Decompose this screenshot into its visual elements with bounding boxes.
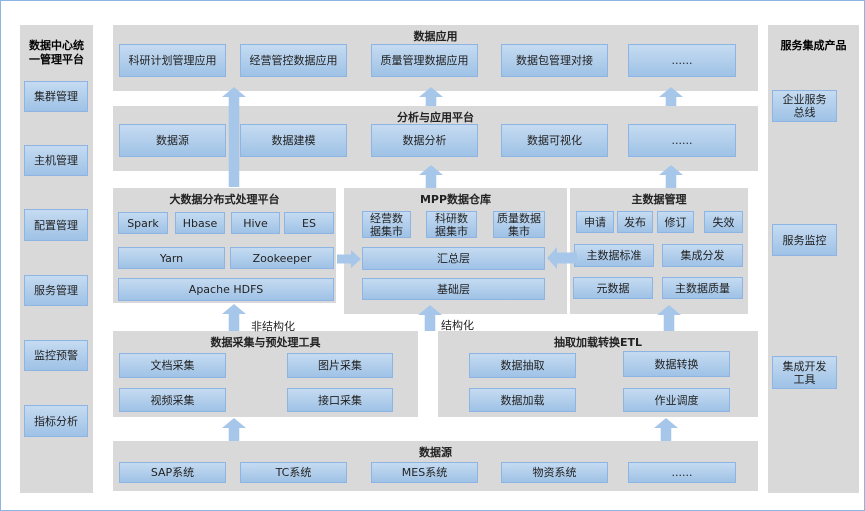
document-collection: 文档采集 — [119, 353, 226, 378]
master-data-title: 主数据管理 — [631, 193, 687, 206]
integration-distribution: 集成分发 — [662, 244, 743, 267]
left-arrow-icon — [547, 247, 577, 269]
zookeeper: Zookeeper — [230, 247, 334, 269]
analysis-platform-title: 分析与应用平台 — [397, 111, 474, 124]
elasticsearch: ES — [284, 212, 334, 234]
hbase: Hbase — [175, 212, 225, 234]
data-application-title: 数据应用 — [413, 30, 458, 43]
mdm-revise: 修订 — [657, 211, 694, 233]
material-system: 物资系统 — [501, 462, 608, 483]
research-plan-app: 科研计划管理应用 — [119, 44, 226, 77]
collection-tools-title: 数据采集与预处理工具 — [210, 336, 321, 349]
unstructured-label: 非结构化 — [251, 320, 295, 333]
left-management-panel: 数据中心统一管理平台 集群管理 主机管理 配置管理 服务管理 监控预警 指标分析 — [20, 25, 93, 493]
mpp-warehouse-panel: MPP数据仓库 经营数据集市 科研数据集市 质量数据集市 汇总层 基础层 — [344, 188, 567, 314]
cluster-management: 集群管理 — [24, 81, 88, 112]
data-extract: 数据抽取 — [469, 353, 576, 378]
master-data-quality: 主数据质量 — [662, 277, 743, 299]
master-data-standard: 主数据标准 — [574, 244, 654, 267]
mdm-publish: 发布 — [617, 211, 653, 233]
up-arrow-icon — [654, 418, 678, 441]
integration-dev-tools: 集成开发工具 — [772, 356, 837, 389]
mdm-invalidate: 失效 — [704, 211, 743, 233]
image-collection: 图片采集 — [287, 353, 393, 378]
structured-label: 结构化 — [441, 319, 474, 332]
bigdata-platform-title: 大数据分布式处理平台 — [169, 193, 280, 206]
base-layer: 基础层 — [362, 278, 545, 300]
left-panel-title: 数据中心统一管理平台 — [29, 39, 84, 66]
data-modeling: 数据建模 — [240, 124, 347, 157]
data-source-title: 数据源 — [419, 446, 452, 459]
analysis-platform-panel: 分析与应用平台 数据源 数据建模 数据分析 数据可视化 ...... — [113, 106, 758, 171]
up-arrow-icon — [222, 418, 246, 441]
enterprise-service-bus: 企业服务总线 — [772, 90, 837, 122]
quality-data-mart: 质量数据集市 — [493, 211, 545, 238]
host-management: 主机管理 — [24, 145, 88, 176]
more-apps: ...... — [628, 44, 736, 77]
etl-title: 抽取加载转换ETL — [553, 336, 643, 349]
operation-data-mart: 经营数据集市 — [362, 211, 411, 238]
mpp-warehouse-title: MPP数据仓库 — [419, 193, 492, 206]
metadata: 元数据 — [573, 277, 653, 299]
data-analysis: 数据分析 — [371, 124, 478, 157]
data-source-panel: 数据源 SAP系统 TC系统 MES系统 物资系统 ...... — [113, 441, 758, 491]
master-data-panel: 主数据管理 申请 发布 修订 失效 主数据标准 集成分发 元数据 主数据质量 — [570, 188, 748, 314]
apache-hdfs: Apache HDFS — [118, 278, 334, 301]
data-package-integration: 数据包管理对接 — [501, 44, 608, 77]
monitoring-alert: 监控预警 — [24, 340, 88, 371]
more-sources: ...... — [628, 462, 736, 483]
right-service-panel: 服务集成产品 企业服务总线 服务监控 集成开发工具 — [768, 25, 859, 493]
hive: Hive — [231, 212, 280, 234]
etl-panel: 抽取加载转换ETL 数据抽取 数据转换 数据加载 作业调度 — [438, 331, 758, 417]
analysis-data-source: 数据源 — [119, 124, 226, 157]
service-management: 服务管理 — [24, 275, 88, 306]
right-panel-title: 服务集成产品 — [780, 39, 847, 52]
up-arrow-icon — [222, 304, 246, 331]
mdm-apply: 申请 — [576, 211, 614, 233]
config-management: 配置管理 — [24, 209, 88, 241]
service-monitoring: 服务监控 — [772, 224, 837, 256]
more-analysis: ...... — [628, 124, 736, 157]
bigdata-platform-panel: 大数据分布式处理平台 Spark Hbase Hive ES Yarn Zook… — [113, 188, 336, 303]
data-transform: 数据转换 — [623, 351, 730, 377]
data-application-panel: 数据应用 科研计划管理应用 经营管控数据应用 质量管理数据应用 数据包管理对接 … — [113, 25, 758, 91]
research-data-mart: 科研数据集市 — [426, 211, 477, 238]
operation-control-app: 经营管控数据应用 — [240, 44, 347, 77]
interface-collection: 接口采集 — [287, 388, 393, 412]
mes-system: MES系统 — [371, 462, 478, 483]
metric-analysis: 指标分析 — [24, 405, 88, 437]
right-arrow-icon — [337, 250, 361, 268]
video-collection: 视频采集 — [119, 388, 226, 412]
collection-tools-panel: 数据采集与预处理工具 文档采集 图片采集 视频采集 接口采集 — [113, 331, 418, 417]
quality-management-app: 质量管理数据应用 — [371, 44, 478, 77]
spark: Spark — [118, 212, 168, 234]
data-visualization: 数据可视化 — [501, 124, 608, 157]
sap-system: SAP系统 — [119, 462, 226, 483]
summary-layer: 汇总层 — [362, 247, 545, 270]
tc-system: TC系统 — [240, 462, 347, 483]
yarn: Yarn — [118, 247, 225, 269]
data-load: 数据加载 — [469, 388, 576, 412]
job-scheduling: 作业调度 — [623, 388, 730, 412]
